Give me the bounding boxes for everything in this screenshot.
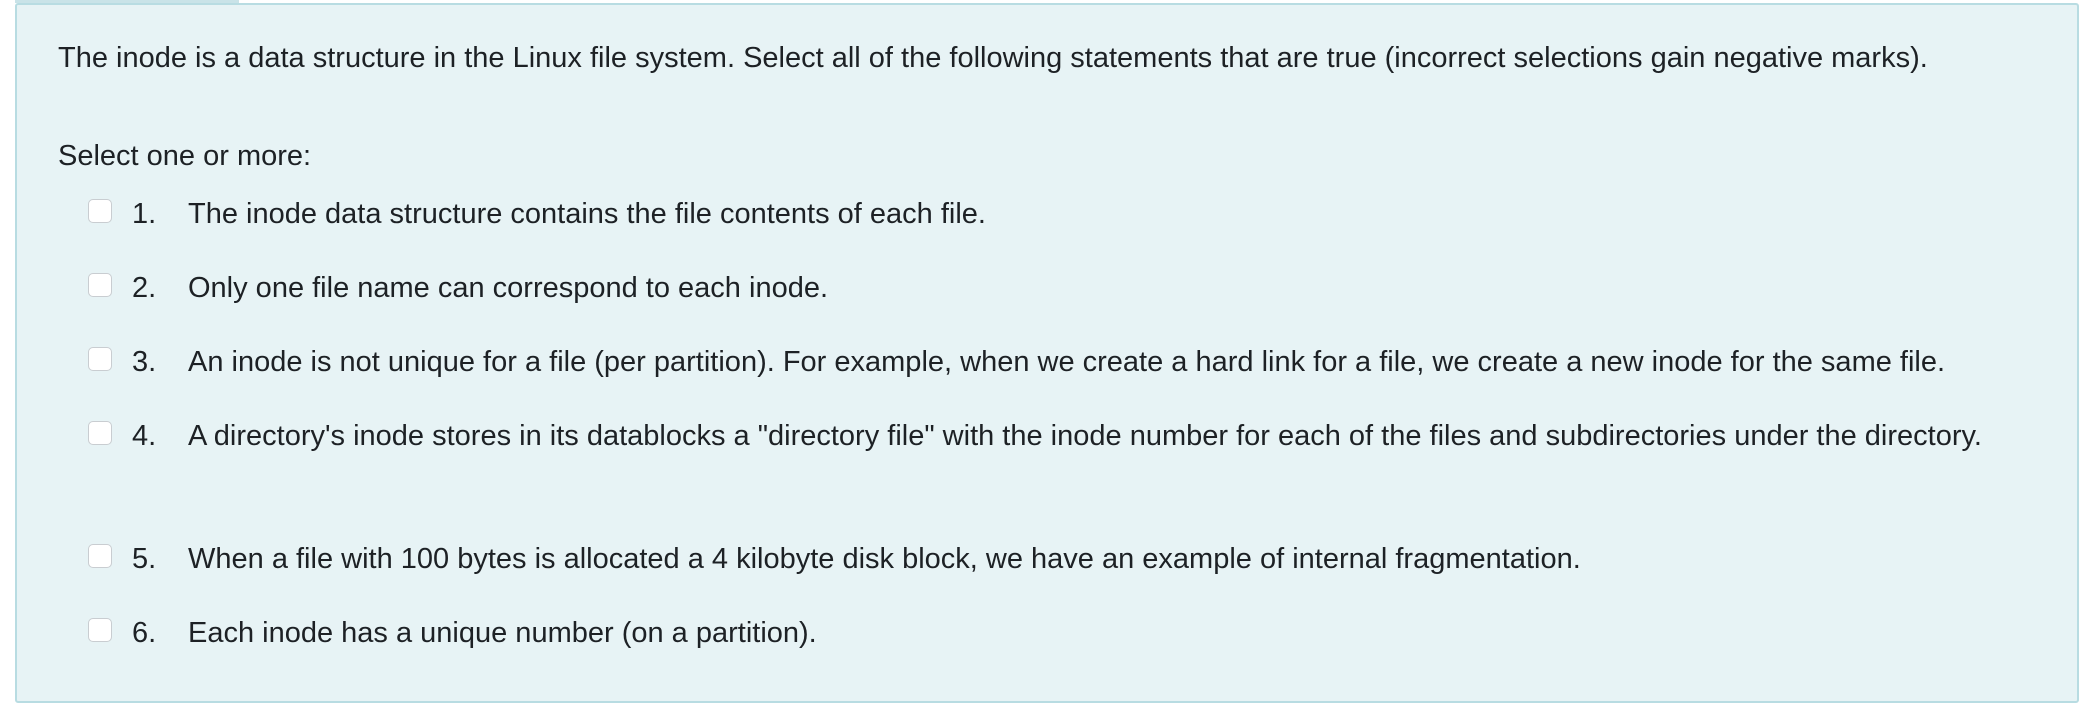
- question-text: The inode is a data structure in the Lin…: [58, 42, 1928, 74]
- answer-text-3[interactable]: An inode is not unique for a file (per p…: [188, 346, 1946, 378]
- question-box-top-accent: [15, 0, 239, 3]
- answer-checkbox-2[interactable]: [88, 273, 112, 297]
- answer-text-4[interactable]: A directory's inode stores in its databl…: [188, 420, 1982, 452]
- select-prompt: Select one or more:: [58, 140, 312, 172]
- answer-checkbox-4[interactable]: [88, 421, 112, 445]
- question-panel: The inode is a data structure in the Lin…: [15, 3, 2079, 703]
- answer-checkbox-6[interactable]: [88, 618, 112, 642]
- answer-number-3: 3.: [132, 346, 157, 378]
- answer-number-6: 6.: [132, 617, 157, 649]
- answer-text-1[interactable]: The inode data structure contains the fi…: [188, 198, 986, 230]
- answer-number-1: 1.: [132, 198, 157, 230]
- answer-text-5[interactable]: When a file with 100 bytes is allocated …: [188, 543, 1581, 575]
- answer-number-2: 2.: [132, 272, 157, 304]
- answer-number-5: 5.: [132, 543, 157, 575]
- answer-checkbox-1[interactable]: [88, 199, 112, 223]
- answer-number-4: 4.: [132, 420, 157, 452]
- answer-checkbox-5[interactable]: [88, 544, 112, 568]
- answer-checkbox-3[interactable]: [88, 347, 112, 371]
- answer-text-6[interactable]: Each inode has a unique number (on a par…: [188, 617, 817, 649]
- answer-text-2[interactable]: Only one file name can correspond to eac…: [188, 272, 829, 304]
